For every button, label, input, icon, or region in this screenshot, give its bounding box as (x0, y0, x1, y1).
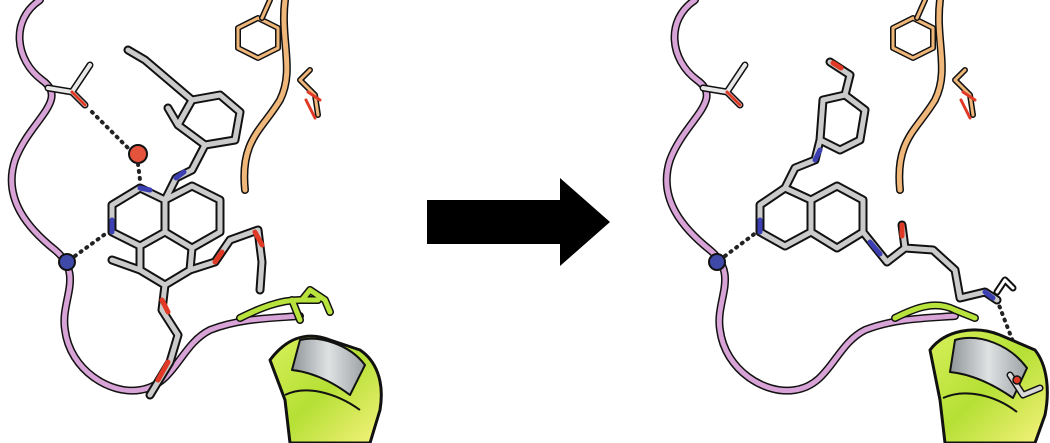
right-helix (891, 301, 1049, 443)
right-residue-top (699, 61, 749, 109)
right-orange-chain (890, 0, 977, 194)
left-residue-top (44, 61, 94, 109)
right-hbonds (723, 230, 1019, 354)
right-ligand (755, 57, 1017, 305)
left-ion-sphere (58, 253, 76, 271)
right-panel (662, 0, 1049, 443)
left-helix (236, 286, 383, 443)
left-orange-chain (235, 0, 322, 194)
transition-arrow (427, 178, 610, 266)
left-hbonds (73, 110, 142, 258)
left-panel (7, 0, 383, 443)
right-ion-sphere (708, 253, 726, 271)
left-water-sphere (128, 144, 148, 164)
left-ligand (107, 45, 267, 400)
